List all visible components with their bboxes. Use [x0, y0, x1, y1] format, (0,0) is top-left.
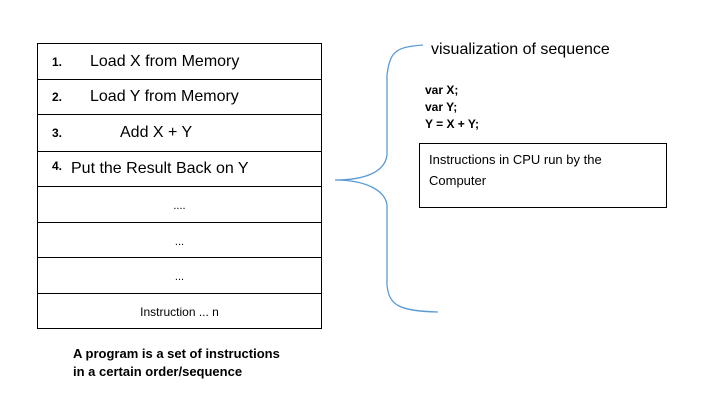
instruction-row-3: 3. Add X + Y [38, 115, 321, 152]
caption: A program is a set of instructions in a … [73, 345, 280, 381]
instruction-row-1: 1. Load X from Memory [38, 44, 321, 80]
instruction-text: Add X + Y [120, 124, 193, 141]
instruction-row-4: 4. Put the Result Back on Y [38, 152, 321, 187]
caption-line-1: A program is a set of instructions [73, 346, 280, 361]
instruction-text: Put the Result Back on Y [71, 160, 249, 177]
instruction-row-6: ... [38, 223, 321, 258]
instruction-list: 1. Load X from Memory 2. Load Y from Mem… [37, 43, 322, 329]
code-line: var X; [425, 83, 459, 97]
ellipsis-text: ... [174, 271, 185, 284]
row-number: 4. [52, 158, 63, 173]
code-line: Y = X + Y; [425, 117, 480, 131]
ellipsis-text: ... [174, 235, 185, 248]
instruction-row-7: ... [38, 258, 321, 294]
instruction-n-text: Instruction ... n [140, 304, 219, 319]
instruction-row-2: 2. Load Y from Memory [38, 80, 321, 115]
ellipsis-text: .... [173, 200, 186, 213]
instruction-row-5: .... [38, 187, 321, 223]
cpu-instructions-box: Instructions in CPU run by the Computer [419, 143, 667, 208]
caption-line-2: in a certain order/sequence [73, 364, 243, 379]
cpu-instructions-text: Instructions in CPU run by the Computer [429, 152, 602, 188]
visualization-title: visualization of sequence [431, 41, 610, 58]
code-line: var Y; [425, 100, 458, 114]
code-snippet: var X; var Y; Y = X + Y; [425, 82, 479, 133]
row-number: 2. [52, 90, 63, 104]
row-number: 3. [52, 126, 63, 140]
instruction-row-n: Instruction ... n [38, 294, 321, 329]
instruction-text: Load Y from Memory [90, 88, 239, 105]
row-number: 1. [52, 54, 63, 69]
instruction-text: Load X from Memory [90, 52, 240, 70]
